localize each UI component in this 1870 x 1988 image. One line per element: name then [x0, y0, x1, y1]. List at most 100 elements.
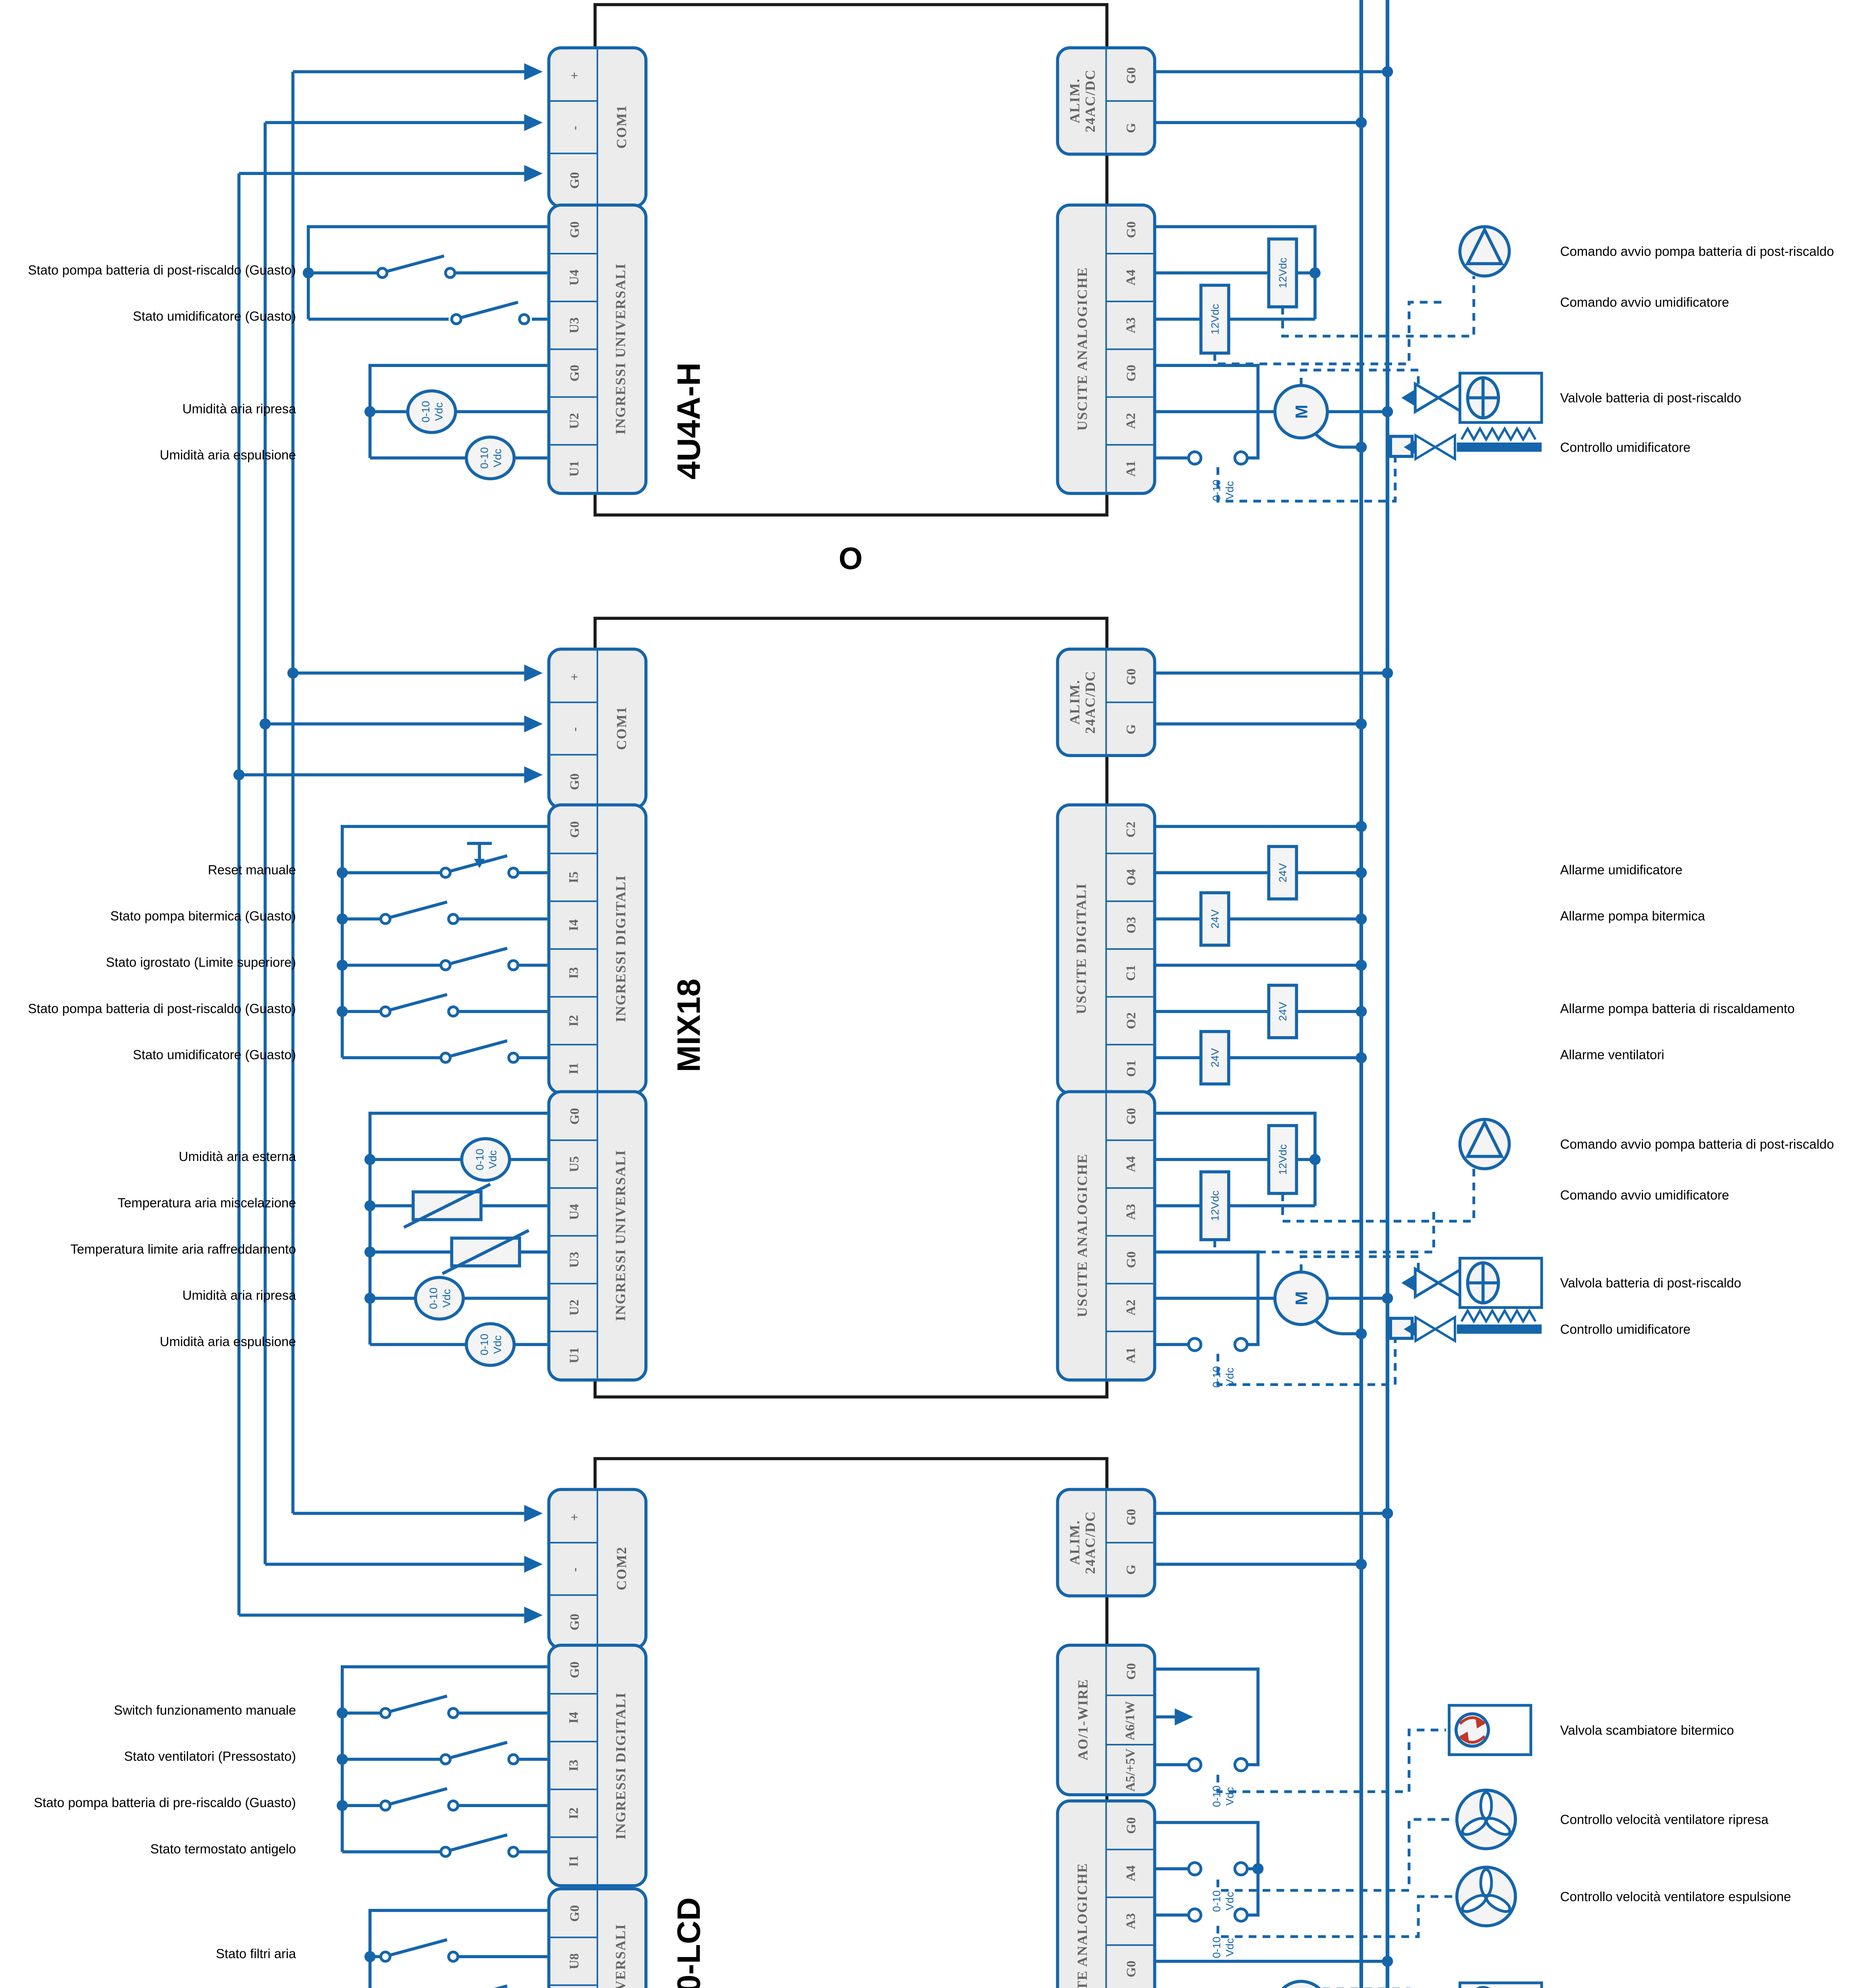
- terminal-cell: G0: [550, 1594, 597, 1647]
- terminal-group-u4a-com1: +-G0 COM1: [547, 46, 648, 208]
- terminal-cell: C1: [1107, 948, 1153, 996]
- input-label: Stato pompa batteria di post-riscaldo (G…: [28, 262, 296, 278]
- terminal-group-mix-com1: +-G0 COM1: [547, 647, 648, 810]
- terminal-cell: I4: [550, 1693, 597, 1741]
- or-separator: O: [838, 543, 863, 577]
- output-label: Comando avvio umidificatore: [1560, 1187, 1729, 1203]
- group-label: USCITE ANALOGICHE: [1074, 1863, 1090, 1988]
- terminal-cell: A3: [1107, 301, 1153, 348]
- terminal-cell: A4: [1107, 252, 1153, 301]
- terminal-cell: G0: [1107, 1944, 1153, 1988]
- power-bus-lines: [1359, 0, 1389, 1988]
- terminal-cell: U2: [550, 1283, 597, 1330]
- terminal-cell: G0: [1107, 348, 1153, 396]
- input-label: Stato pompa batteria di post-riscaldo (G…: [28, 1000, 296, 1016]
- group-label: USCITE ANALOGICHE: [1074, 1154, 1090, 1318]
- input-label: Stato pompa bitermica (Guasto): [110, 908, 296, 924]
- output-label: Controllo velocità ventilatore ripresa: [1560, 1811, 1769, 1827]
- terminal-cell: A2: [1107, 396, 1153, 444]
- terminal-cell: U4: [550, 1187, 597, 1235]
- terminal-cell: +: [566, 672, 582, 680]
- terminal-cell: I2: [550, 996, 597, 1044]
- terminal-group-aac-ingressi-universali-1: G0U8U7U6U5 INGRESSI UNIVERSALI: [547, 1887, 648, 1988]
- terminal-cell: U1: [550, 1330, 597, 1378]
- terminal-cell: A2: [1107, 1283, 1153, 1330]
- group-label: ALIM.: [1066, 679, 1082, 725]
- terminal-cell: U2: [550, 396, 597, 444]
- terminal-cell: G0: [1122, 1508, 1138, 1525]
- terminal-cell: G0: [566, 821, 582, 838]
- u4a-output-wiring: [1151, 227, 1542, 503]
- u4a-input-wiring: [303, 225, 547, 479]
- group-label: INGRESSI UNIVERSALI: [613, 1923, 629, 1988]
- input-label: Stato termostato antigelo: [150, 1841, 296, 1857]
- terminal-cell: G: [1107, 701, 1153, 754]
- terminal-cell: I3: [550, 1741, 597, 1788]
- controller-title-aac20-lcd: AAC20-LCD: [672, 1866, 709, 1988]
- terminal-cell: +: [566, 71, 582, 79]
- terminal-cell: O1: [1107, 1044, 1153, 1091]
- terminal-cell: G0: [566, 1661, 582, 1678]
- group-label: USCITE DIGITALI: [1074, 883, 1090, 1015]
- group-label: 24AC/DC: [1082, 69, 1098, 133]
- terminal-cell: G0: [1107, 1235, 1153, 1283]
- output-label: Allarme ventilatori: [1560, 1047, 1664, 1062]
- output-label: Comando avvio umidificatore: [1560, 294, 1729, 310]
- terminal-cell: G0: [566, 1108, 582, 1125]
- terminal-cell: U4: [550, 252, 597, 301]
- terminal-cell: U3: [550, 301, 597, 348]
- input-label: Stato pompa batteria di pre-riscaldo (Gu…: [33, 1794, 296, 1810]
- group-label: AO/1-WIRE: [1074, 1679, 1090, 1761]
- com-bus-wiring: [233, 63, 543, 1624]
- terminal-cell: I3: [550, 948, 597, 996]
- terminal-cell: I2: [550, 1788, 597, 1836]
- terminal-cell: G0: [1122, 1108, 1138, 1125]
- terminal-cell: U8: [550, 1936, 597, 1984]
- input-label: Temperatura aria miscelazione: [117, 1195, 296, 1211]
- terminal-cell: G0: [566, 1905, 582, 1922]
- output-label: Valvola scambiatore bitermico: [1560, 1722, 1734, 1738]
- terminal-cell: U1: [550, 444, 597, 492]
- terminal-cell: A6/1W: [1107, 1694, 1153, 1744]
- terminal-cell: G: [1107, 100, 1153, 153]
- input-label: Reset manuale: [208, 862, 296, 878]
- terminal-cell: G0: [1122, 66, 1138, 83]
- input-label: Stato filtri aria: [216, 1946, 296, 1961]
- input-label: Umidità aria espulsione: [159, 447, 296, 463]
- group-label: INGRESSI DIGITALI: [613, 875, 629, 1023]
- terminal-cell: U7: [550, 1984, 597, 1988]
- group-label: ALIM.: [1066, 78, 1082, 124]
- input-label: Temperatura limite aria raffreddamento: [70, 1241, 296, 1257]
- input-label: Stato ventilatori (Pressostato): [124, 1748, 296, 1764]
- terminal-cell: O4: [1107, 852, 1153, 901]
- input-label: Stato umidificatore (Guasto): [133, 308, 296, 324]
- terminal-cell: G0: [1122, 1662, 1138, 1679]
- terminal-cell: O3: [1107, 900, 1153, 948]
- terminal-cell: A4: [1107, 1848, 1153, 1897]
- output-label: Valvola batteria di post-riscaldo: [1560, 1275, 1742, 1291]
- group-label: INGRESSI UNIVERSALI: [613, 1150, 629, 1322]
- terminal-cell: G: [1107, 1542, 1153, 1594]
- output-label: Allarme pompa batteria di riscaldamento: [1560, 1000, 1795, 1016]
- group-label: INGRESSI UNIVERSALI: [613, 263, 629, 435]
- terminal-cell: U5: [550, 1139, 597, 1187]
- terminal-cell: G0: [550, 348, 597, 396]
- terminal-cell: G0: [566, 221, 582, 238]
- terminal-cell: G0: [550, 152, 597, 205]
- controller-title-mix18: MIX18: [672, 978, 708, 1072]
- terminal-cell: A4: [1107, 1139, 1153, 1187]
- terminal-cell: O2: [1107, 996, 1153, 1044]
- group-label: 24AC/DC: [1082, 1511, 1098, 1574]
- terminal-group-aac-com2: +-G0 COM2: [547, 1488, 648, 1650]
- aac-input-wiring: [336, 1665, 547, 1988]
